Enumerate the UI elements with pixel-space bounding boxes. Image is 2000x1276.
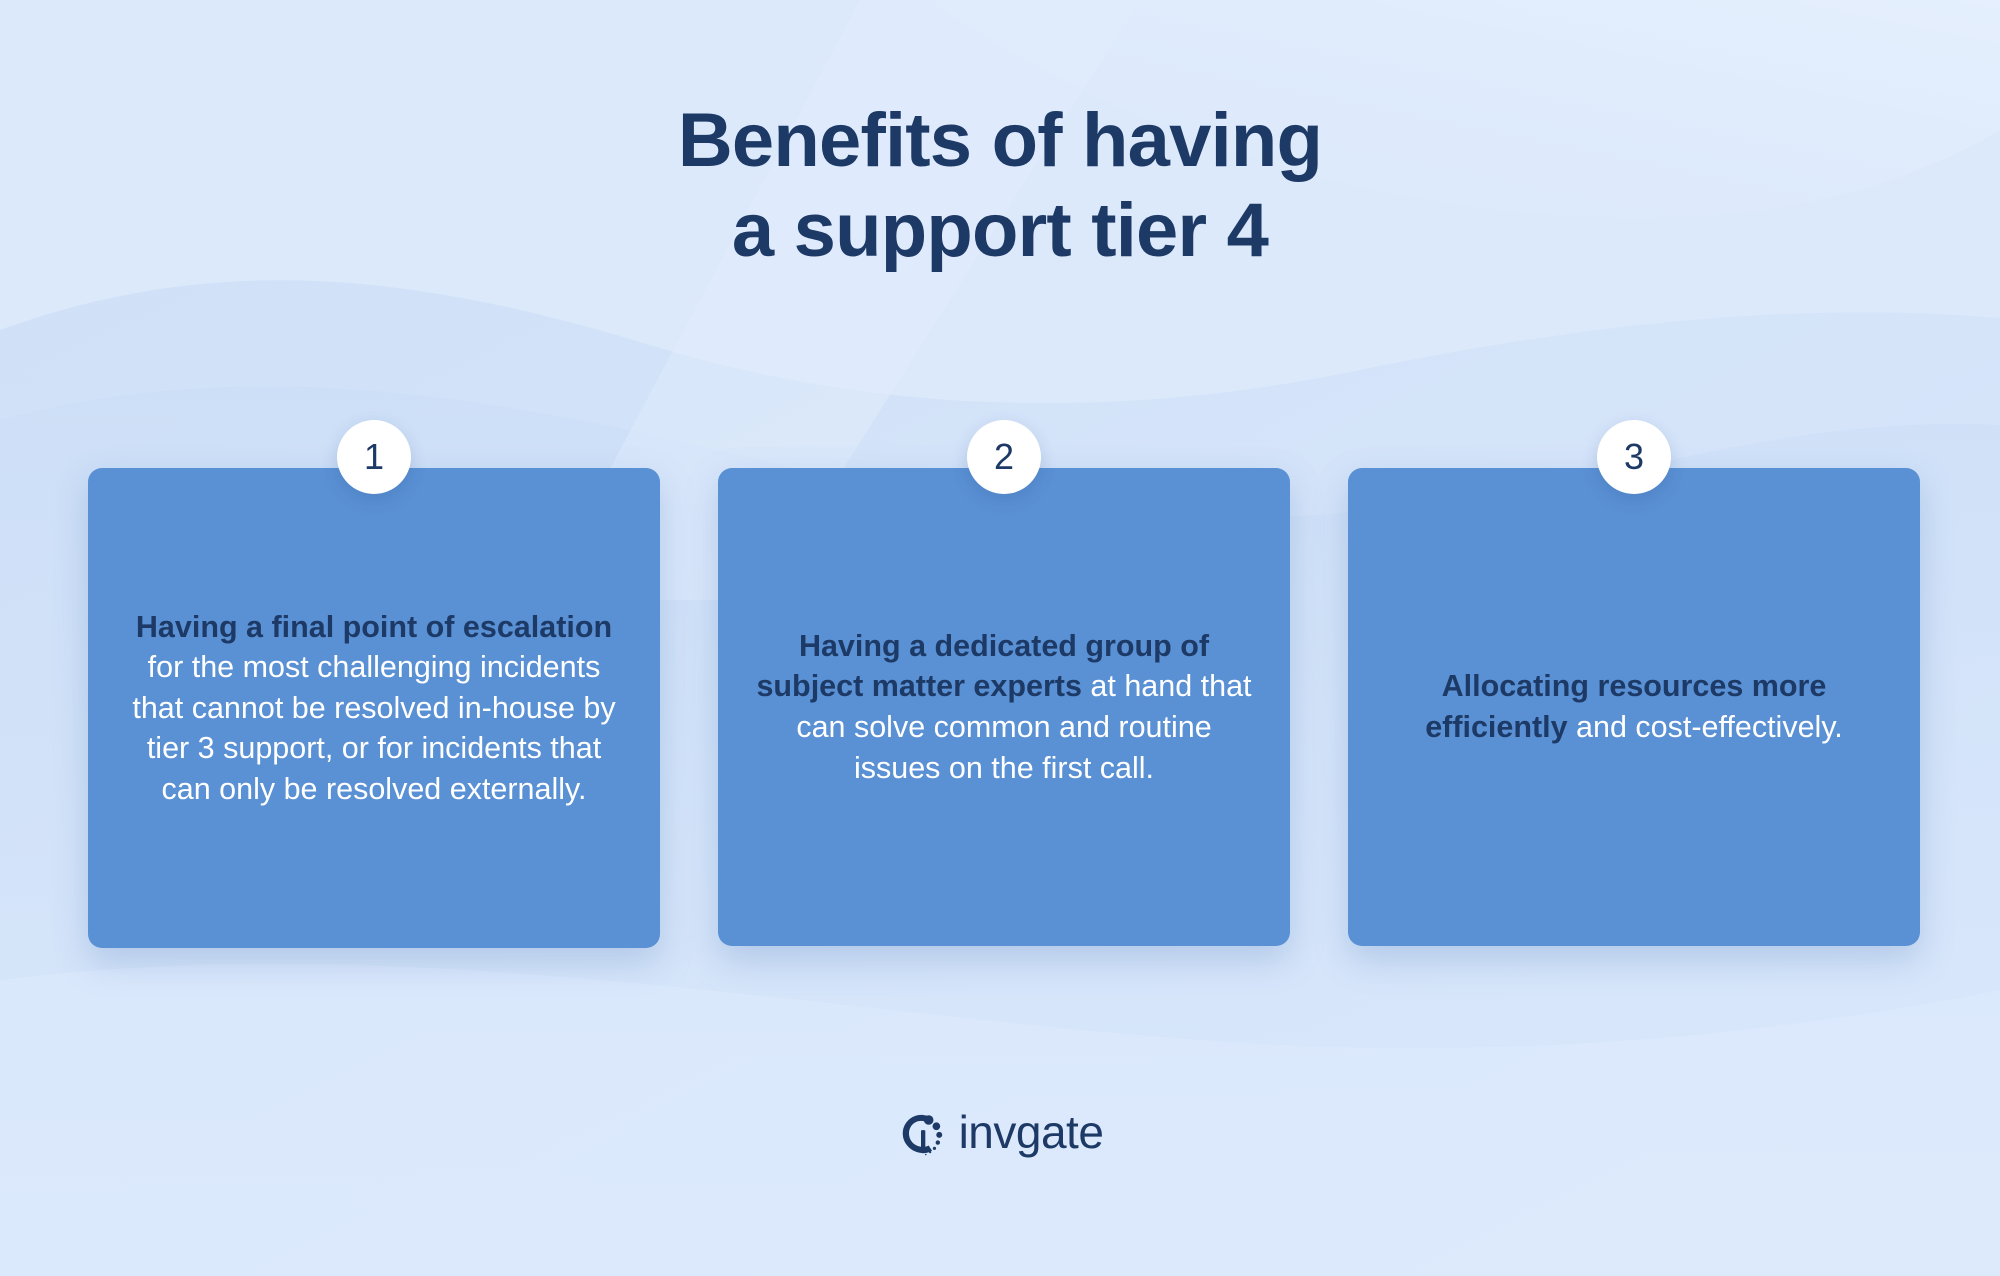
benefit-card-3-rest: and cost-effectively. <box>1567 710 1843 744</box>
benefit-card-1-text: Having a final point of escalation for t… <box>122 607 626 810</box>
benefit-card-slot-2: 2 Having a dedicated group of subject ma… <box>718 420 1290 946</box>
benefit-card-slot-1: 1 Having a final point of escalation for… <box>88 420 660 948</box>
benefit-card-slot-3: 3 Allocating resources more efficiently … <box>1348 420 1920 946</box>
title-line-1: Benefits of having <box>677 98 1323 183</box>
invgate-wordmark: invgate <box>958 1106 1104 1158</box>
benefit-card-2: Having a dedicated group of subject matt… <box>718 468 1290 946</box>
card-number-badge-3: 3 <box>1597 420 1671 494</box>
brand-logo: invgate <box>0 1108 2000 1156</box>
benefit-card-1-rest: for the most challenging incidents that … <box>132 650 616 806</box>
card-number-badge-2: 2 <box>967 420 1041 494</box>
invgate-spiral-icon <box>902 1114 942 1156</box>
benefit-card-1-lead: Having a final point of escalation <box>135 609 613 644</box>
benefit-card-1: Having a final point of escalation for t… <box>88 468 660 948</box>
title-line-2: a support tier 4 <box>731 187 1269 273</box>
page-title: Benefits of having a support tier 4 <box>0 96 2000 275</box>
benefit-card-3: Allocating resources more efficiently an… <box>1348 468 1920 946</box>
card-number-badge-1: 1 <box>337 420 411 494</box>
benefit-cards: 1 Having a final point of escalation for… <box>88 420 1920 948</box>
benefit-card-2-text: Having a dedicated group of subject matt… <box>752 626 1256 788</box>
benefit-card-3-text: Allocating resources more efficiently an… <box>1382 666 1886 747</box>
